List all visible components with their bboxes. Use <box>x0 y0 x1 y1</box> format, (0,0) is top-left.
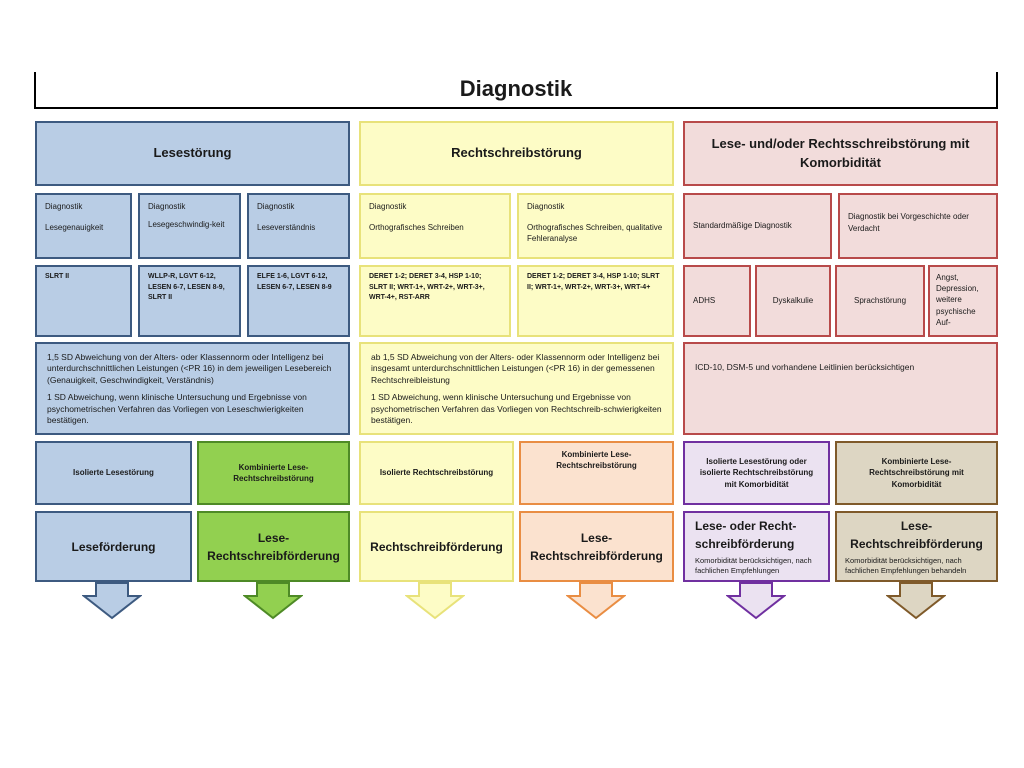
diagnosis-isolierte-rechtschreibstoerung: Isolierte Rechtschreibstörung <box>359 441 514 505</box>
criteria-komorbiditaet: ICD-10, DSM-5 und vorhandene Leitlinien … <box>683 342 998 435</box>
foerderung-lrs-komorbiditaet: Lese-Rechtschreibförderung Komorbidität … <box>835 511 998 582</box>
criteria-lesestoerung: 1,5 SD Abweichung von der Alters- oder K… <box>35 342 350 435</box>
heading-text: Lese- und/oder Rechtsschreibstörung mit … <box>711 135 970 170</box>
heading-text: Rechtschreibstörung <box>451 145 582 161</box>
heading-lesestoerung: Lesestörung <box>35 121 350 186</box>
komorb-psychisch: Angst, Depression, weitere psychische Au… <box>928 265 998 337</box>
diagnosis-kombiniert-komorbiditaet: Kombinierte Lese-Rechtschreibstörung mit… <box>835 441 998 505</box>
foerderung-note: Komorbidität berücksichtigen, nach fachl… <box>695 555 812 576</box>
diag-area: Lesegeschwindig-keit <box>148 219 225 229</box>
diag-area: Leseverständnis <box>257 222 316 232</box>
arrow-down-icon <box>726 582 786 620</box>
diag-standard: Standardmäßige Diagnostik <box>683 193 832 259</box>
foerderung-title: Lese- oder Recht-schreibförderung <box>695 518 797 551</box>
komorb-adhs: ADHS <box>683 265 751 337</box>
diag-lesegenauigkeit: Diagnostik Lesegenauigkeit <box>35 193 132 259</box>
foerderung-lrs-2: Lese-Rechtschreibförderung <box>519 511 674 582</box>
foerderung-title: Lese-Rechtschreibförderung <box>850 518 983 551</box>
arrow-down-icon <box>405 582 465 620</box>
tests-lesegeschwindigkeit: WLLP-R, LGVT 6-12, LESEN 6-7, LESEN 8-9,… <box>138 265 241 337</box>
diagnosis-kombinierte-lrs-2: Kombinierte Lese-Rechtschreibstörung <box>519 441 674 505</box>
criteria-text: ab 1,5 SD Abweichung von der Alters- ode… <box>371 352 660 385</box>
heading-text: Lesestörung <box>153 145 232 161</box>
criteria-text: 1 SD Abweichung, wenn klinische Untersuc… <box>47 392 307 426</box>
criteria-rechtschreibstoerung: ab 1,5 SD Abweichung von der Alters- ode… <box>359 342 674 435</box>
foerderung-lese-oder-recht: Lese- oder Recht-schreibförderung Komorb… <box>683 511 830 582</box>
tests-lesegenauigkeit: SLRT II <box>35 265 132 337</box>
diagnosis-isolierte-lesestoerung: Isolierte Lesestörung <box>35 441 192 505</box>
criteria-text: 1 SD Abweichung, wenn klinische Untersuc… <box>371 392 662 426</box>
diag-label: Diagnostik <box>527 202 565 211</box>
diag-fehleranalyse: Diagnostik Orthografisches Schreiben, qu… <box>517 193 674 259</box>
diag-leseverstaendnis: Diagnostik Leseverständnis <box>247 193 350 259</box>
heading-komorbiditaet: Lese- und/oder Rechtsschreibstörung mit … <box>683 121 998 186</box>
tests-fehleranalyse: DERET 1-2; DERET 3-4, HSP 1-10; SLRT II;… <box>517 265 674 337</box>
tests-leseverstaendnis: ELFE 1-6, LGVT 6-12, LESEN 6-7, LESEN 8-… <box>247 265 350 337</box>
diag-area: Orthografisches Schreiben <box>369 222 464 232</box>
diagnosis-kombinierte-lrs: Kombinierte Lese-Rechtschreibstörung <box>197 441 350 505</box>
diagnosis-isoliert-komorbiditaet: Isolierte Lesestörung oder isolierte Rec… <box>683 441 830 505</box>
arrow-down-icon <box>566 582 626 620</box>
criteria-text: ICD-10, DSM-5 und vorhandene Leitlinien … <box>695 362 915 372</box>
diag-label: Diagnostik bei Vorgeschichte oder Verdac… <box>848 212 969 233</box>
criteria-text: 1,5 SD Abweichung von der Alters- oder K… <box>47 352 332 385</box>
tests-orthografisch: DERET 1-2; DERET 3-4, HSP 1-10; SLRT II;… <box>359 265 511 337</box>
komorb-sprachstoerung: Sprachstörung <box>835 265 925 337</box>
diag-label: Diagnostik <box>369 202 407 211</box>
foerderung-lrs: Lese-Rechtschreibförderung <box>197 511 350 582</box>
arrow-down-icon <box>243 582 303 620</box>
diag-label: Diagnostik <box>45 202 83 211</box>
foerderung-rechtschreib: Rechtschreibförderung <box>359 511 514 582</box>
diag-area: Lesegenauigkeit <box>45 222 104 232</box>
diag-vorgeschichte: Diagnostik bei Vorgeschichte oder Verdac… <box>838 193 998 259</box>
diag-label: Diagnostik <box>257 202 295 211</box>
foerderung-lese: Leseförderung <box>35 511 192 582</box>
diag-orthografisch: Diagnostik Orthografisches Schreiben <box>359 193 511 259</box>
diag-label: Standardmäßige Diagnostik <box>693 221 792 231</box>
page-title: Diagnostik <box>34 72 998 109</box>
komorb-dyskalkulie: Dyskalkulie <box>755 265 831 337</box>
diag-area: Orthografisches Schreiben, qualitative F… <box>527 222 663 244</box>
diag-lesegeschwindigkeit: Diagnostik Lesegeschwindig-keit <box>138 193 241 259</box>
diag-label: Diagnostik <box>148 202 186 211</box>
arrow-down-icon <box>886 582 946 620</box>
arrow-down-icon <box>82 582 142 620</box>
foerderung-note: Komorbidität berücksichtigen, nach fachl… <box>845 555 967 576</box>
heading-rechtschreibstoerung: Rechtschreibstörung <box>359 121 674 186</box>
